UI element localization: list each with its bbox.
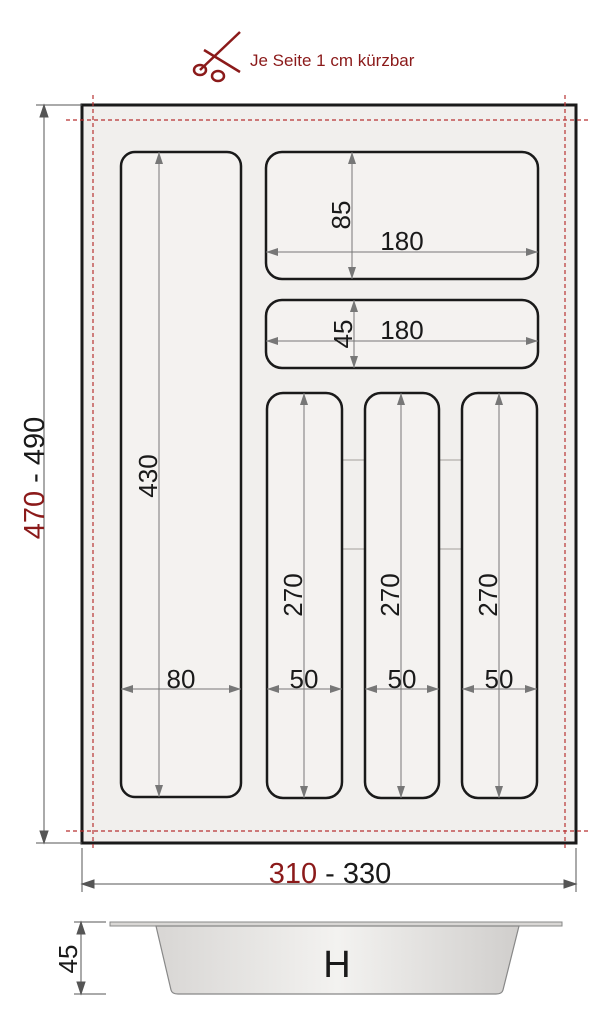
side-profile-label: H bbox=[323, 944, 350, 986]
small-2-length-label: 270 bbox=[375, 573, 405, 616]
small-2-width-label: 50 bbox=[388, 664, 417, 694]
compartment-connectors bbox=[341, 459, 462, 550]
side-profile-view: H bbox=[109, 921, 563, 995]
middle-right-depth-label: 45 bbox=[328, 320, 358, 349]
scissors-icon bbox=[192, 31, 241, 83]
small-1-width-label: 50 bbox=[290, 664, 319, 694]
compartment-middle-right: 45 180 bbox=[264, 298, 540, 370]
small-3-width-label: 50 bbox=[485, 664, 514, 694]
compartment-small-1: 270 50 bbox=[265, 391, 344, 800]
side-height-dimension-line bbox=[74, 920, 106, 996]
top-right-width-label: 180 bbox=[380, 226, 423, 256]
compartment-top-right: 85 180 bbox=[264, 150, 540, 281]
compartment-long-left: 430 80 bbox=[119, 150, 243, 799]
side-height-label: 45 bbox=[53, 945, 83, 974]
small-1-length-label: 270 bbox=[278, 573, 308, 616]
middle-right-width-label: 180 bbox=[380, 315, 423, 345]
height-dimension-line bbox=[36, 103, 82, 845]
width-range-label: 310 - 330 bbox=[269, 858, 392, 890]
top-right-depth-label: 85 bbox=[326, 201, 356, 230]
compartment-small-2: 270 50 bbox=[363, 391, 441, 800]
width-dimension-line bbox=[80, 848, 578, 892]
height-range-label: 470 - 490 bbox=[19, 417, 51, 540]
small-3-length-label: 270 bbox=[473, 573, 503, 616]
long-left-width-label: 80 bbox=[167, 664, 196, 694]
cut-lines bbox=[66, 95, 590, 848]
compartment-small-3: 270 50 bbox=[460, 391, 539, 800]
long-left-length-label: 430 bbox=[133, 454, 163, 497]
cut-note: Je Seite 1 cm kürzbar bbox=[250, 51, 415, 70]
